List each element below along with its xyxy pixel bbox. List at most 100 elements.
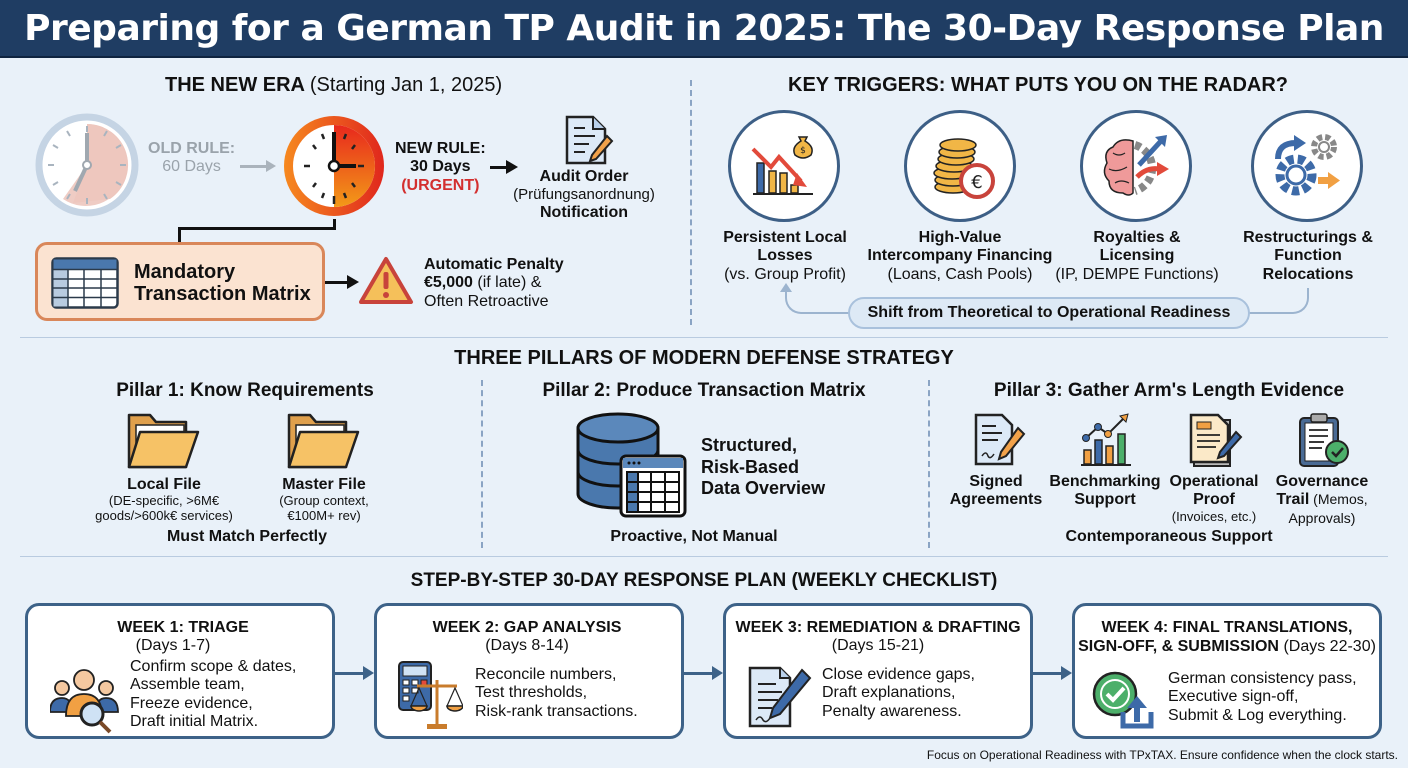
signed-agreements-line1: Signed (969, 473, 1023, 490)
trigger-item-financing: High-Value Intercompany Financing (Loans… (862, 229, 1058, 284)
week-4-title: WEEK 4: FINAL TRANSLATIONS, SIGN-OFF, & … (1075, 618, 1379, 656)
audit-order-german: (Prüfungsanordnung) (513, 186, 655, 204)
clock-connector-v2 (178, 227, 181, 243)
week-3-items: Close evidence gaps, Draft explanations,… (822, 666, 975, 721)
week-2-card: WEEK 2: GAP ANALYSIS (Days 8-14) Reconci… (374, 603, 684, 739)
local-file-name: Local File (127, 476, 201, 493)
old-rule-label: OLD RULE: (148, 140, 236, 157)
pillar3-title: Pillar 3: Gather Arm's Length Evidence (993, 380, 1345, 401)
week-1-card: WEEK 1: TRIAGE (Days 1-7) Confirm scope … (25, 603, 335, 739)
pillar1-footer: Must Match Perfectly (166, 528, 328, 545)
week-2-item: Test thresholds, (475, 684, 588, 702)
audit-order-title: Audit Order (539, 168, 629, 185)
local-file-item: Local File (DE-specific, >6M€ goods/>600… (82, 476, 246, 524)
triggers-title: KEY TRIGGERS: WHAT PUTS YOU ON THE RADAR… (788, 74, 1289, 96)
week-1-title: WEEK 1: TRIAGE (117, 619, 249, 636)
master-file-item: Master File (Group context, €100M+ rev) (262, 476, 386, 524)
new-era-title-bold: THE NEW ERA (165, 74, 305, 96)
top-divider (690, 80, 692, 325)
benchmarking-line1: Benchmarking (1049, 473, 1161, 490)
pillar2-desc-line2: Risk-Based (701, 456, 800, 477)
week-1-item: Freeze evidence, (130, 694, 253, 712)
pillar3-footer: Contemporaneous Support (1065, 528, 1273, 545)
week3-to-week4-arrow (1033, 672, 1063, 675)
new-rule-urgent: (URGENT) (401, 176, 480, 194)
audit-order-notification: Notification (540, 203, 628, 221)
footer-note: Focus on Operational Readiness with TPxT… (926, 748, 1398, 762)
governance-clipboard-icon (1296, 412, 1352, 473)
penalty-text: Automatic Penalty €5,000 (if late) & Oft… (424, 256, 564, 311)
readiness-banner: Shift from Theoretical to Operational Re… (848, 297, 1250, 329)
readiness-loop-left (785, 290, 855, 314)
new-rule: NEW RULE: 30 Days (URGENT) (395, 140, 486, 195)
week-1-item: Confirm scope & dates, (130, 658, 297, 675)
draft-document-icon (746, 662, 812, 735)
week2-to-week3-arrow (684, 672, 714, 675)
readiness-loop-arrowhead (780, 283, 792, 292)
pillar-divider-1 (481, 380, 483, 548)
spreadsheet-icon (51, 257, 119, 314)
pillar2-footer: Proactive, Not Manual (610, 528, 778, 545)
local-file-detail2: goods/>600k€ services) (95, 508, 233, 524)
benchmarking-item: Benchmarking Support (1046, 473, 1164, 510)
urgent-clock-icon (280, 112, 388, 225)
week2-to-week3-arrowhead (712, 666, 723, 680)
week-4-title-line1: WEEK 4: FINAL TRANSLATIONS, (1101, 619, 1353, 636)
governance-sub: Approvals) (1288, 509, 1356, 526)
trigger-royalties-sub: (IP, DEMPE Functions) (1055, 265, 1219, 283)
pillar1-title: Pillar 1: Know Requirements (116, 380, 374, 401)
week1-to-week2-arrow (335, 672, 365, 675)
new-rule-value: 30 Days (410, 158, 471, 176)
trigger-losses-icon: $ (728, 110, 840, 222)
matrix-to-penalty-arrowhead (347, 275, 359, 289)
pillars-title: THREE PILLARS OF MODERN DEFENSE STRATEGY (454, 347, 954, 369)
master-file-name: Master File (282, 476, 366, 493)
readiness-loop-right (1245, 288, 1309, 314)
trigger-losses-sub: (vs. Group Profit) (724, 265, 846, 283)
trigger-item-royalties: Royalties & Licensing (IP, DEMPE Functio… (1052, 229, 1222, 284)
week-2-title: WEEK 2: GAP ANALYSIS (432, 619, 622, 636)
matrix-to-penalty-arrow (325, 281, 349, 284)
new-rule-arrow (490, 166, 508, 169)
week-3-item: Penalty awareness. (822, 702, 962, 720)
trigger-restructuring-sub: Relocations (1262, 265, 1354, 283)
team-search-icon (49, 666, 120, 739)
old-to-new-arrowhead (266, 160, 276, 172)
audit-order-document-icon (563, 114, 615, 171)
calculator-scales-icon (397, 660, 464, 737)
plan-title: STEP-BY-STEP 30-DAY RESPONSE PLAN (WEEKL… (410, 570, 998, 591)
operational-proof-line2: Proof (1193, 491, 1235, 509)
pillar2-title: Pillar 2: Produce Transaction Matrix (542, 380, 866, 401)
week-4-title-line2: SIGN-OFF, & SUBMISSION (1078, 638, 1279, 656)
trigger-restructuring-line2: Function (1274, 247, 1342, 265)
week-4-days: (Days 22-30) (1283, 638, 1376, 656)
governance-line2: Trail (1276, 491, 1310, 509)
pillar2-desc-line1: Structured, (701, 435, 798, 455)
trigger-item-restructuring: Restructurings & Function Relocations (1228, 229, 1388, 284)
operational-proof-icon (1188, 412, 1244, 473)
matrix-label-line1: Mandatory (134, 261, 236, 283)
operational-proof-item: Operational Proof (Invoices, etc.) (1162, 473, 1266, 525)
penalty-title: Automatic Penalty (424, 256, 564, 273)
new-rule-label: NEW RULE: (395, 140, 486, 157)
signed-agreements-item: Signed Agreements (944, 473, 1048, 510)
week-1-items: Confirm scope & dates, Assemble team, Fr… (130, 658, 296, 732)
mandatory-matrix-box: Mandatory Transaction Matrix (35, 242, 325, 321)
penalty-retroactive: Often Retroactive (424, 292, 549, 310)
week1-to-week2-arrowhead (363, 666, 374, 680)
trigger-royalties-icon (1080, 110, 1192, 222)
clock-connector-v1 (333, 219, 336, 229)
database-table-icon (575, 412, 687, 523)
check-upload-icon (1091, 670, 1161, 737)
week-4-item: Executive sign-off, (1168, 688, 1299, 706)
local-file-folder-icon (126, 412, 200, 475)
week-4-items: German consistency pass, Executive sign-… (1168, 670, 1357, 725)
divider-2 (20, 556, 1388, 557)
master-file-detail1: (Group context, (279, 493, 369, 509)
trigger-financing-sub: (Loans, Cash Pools) (887, 265, 1033, 283)
page-title: Preparing for a German TP Audit in 2025:… (24, 7, 1384, 49)
svg-text:€: € (971, 172, 982, 193)
week-2-days: (Days 8-14) (485, 637, 569, 654)
week-3-days: (Days 15-21) (831, 637, 925, 654)
week-3-title: WEEK 3: REMEDIATION & DRAFTING (735, 619, 1021, 636)
